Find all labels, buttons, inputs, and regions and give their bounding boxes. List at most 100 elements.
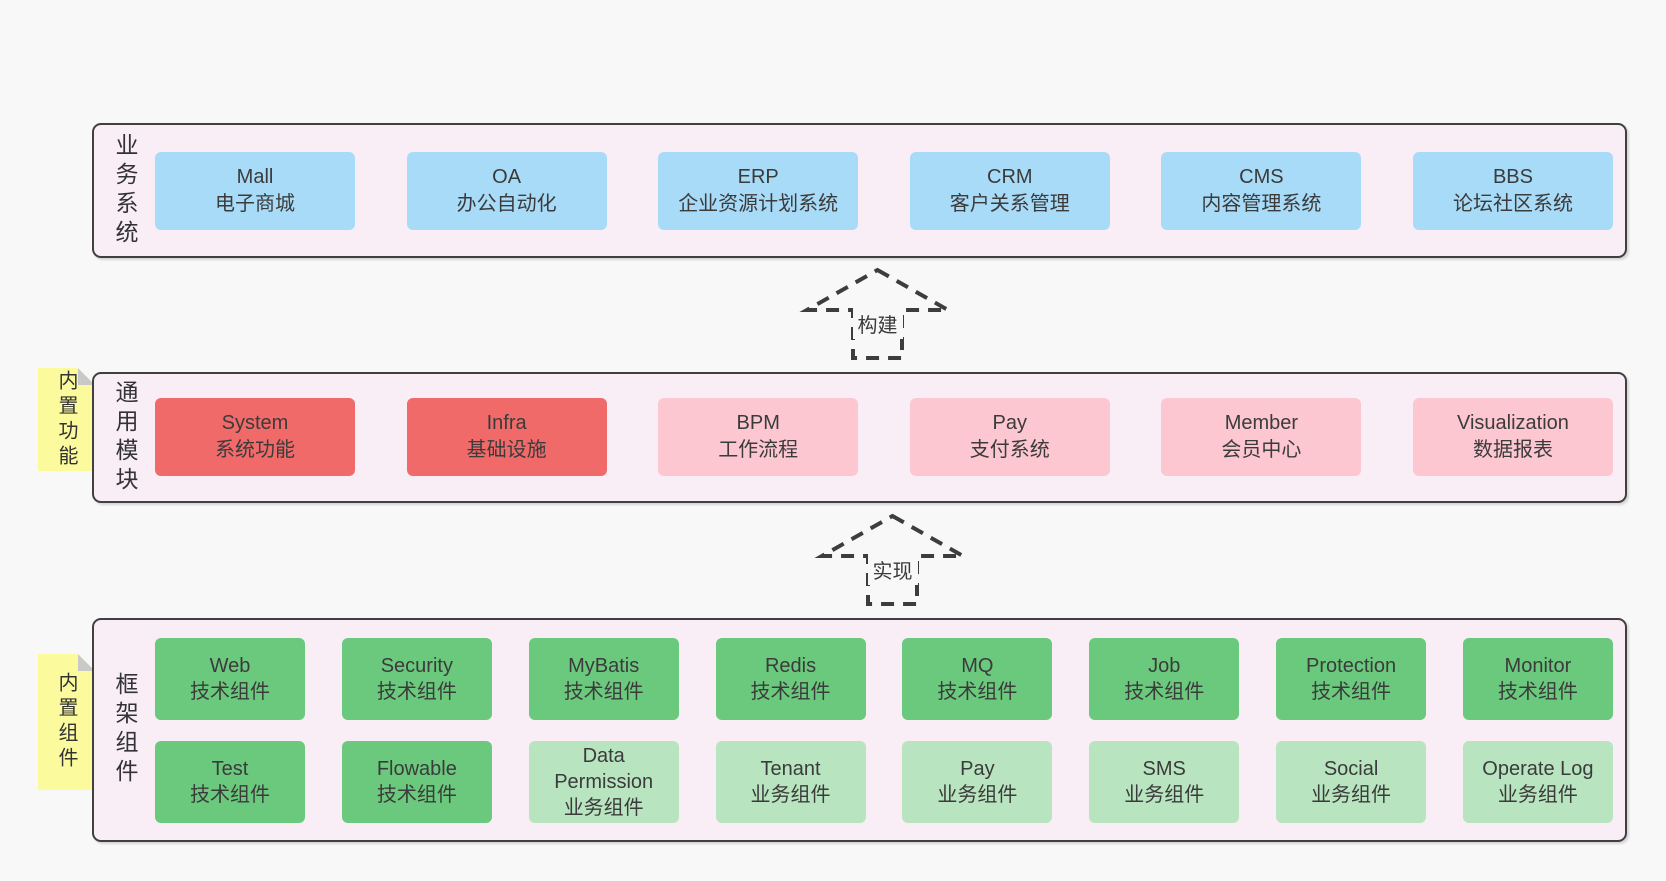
- component-box-pay: Pay 业务组件: [902, 741, 1053, 823]
- component-desc: 工作流程: [718, 439, 799, 461]
- section-side-label: 业务系统: [112, 132, 138, 249]
- component-desc: 技术组件: [376, 681, 457, 703]
- arrow-up-icon: [814, 513, 971, 606]
- component-desc: 技术组件: [1311, 681, 1392, 703]
- section-side-label: 通用模块: [112, 379, 138, 496]
- component-desc: 技术组件: [937, 681, 1018, 703]
- arrow-label: 构建: [852, 308, 903, 339]
- component-name: MQ: [961, 655, 994, 677]
- component-box-bpm: BPM 工作流程: [658, 398, 859, 476]
- component-desc: 技术组件: [563, 681, 644, 703]
- component-box-job: Job 技术组件: [1089, 638, 1240, 720]
- component-desc: 业务组件: [937, 784, 1018, 806]
- component-desc: 技术组件: [376, 784, 457, 806]
- sticky-note-builtin-components: 内置组件: [38, 654, 95, 790]
- section-side-label: 框架组件: [112, 672, 138, 788]
- section-common-modules: 通用模块 System 系统功能 Infra 基础设施 BPM 工作流程 Pay 支付系统 Me…: [92, 372, 1627, 503]
- component-desc: 论坛社区系统: [1452, 193, 1573, 215]
- box-row: Mall 电子商城 OA 办公自动化 ERP 企业资源计划系统 CRM 客户关系管理 CMS 内容…: [155, 152, 1613, 230]
- component-desc: 业务组件: [1311, 784, 1392, 806]
- component-name: System: [221, 412, 289, 434]
- component-desc: 技术组件: [1124, 681, 1205, 703]
- component-name: CMS: [1239, 166, 1284, 188]
- component-box-social: Social 业务组件: [1276, 741, 1427, 823]
- component-box-flowable: Flowable 技术组件: [341, 741, 492, 823]
- component-name: Data Permission: [554, 745, 654, 793]
- component-desc: 会员中心: [1221, 439, 1302, 461]
- arrow-implement: 实现: [814, 512, 971, 608]
- component-desc: 技术组件: [1497, 681, 1578, 703]
- component-desc: 业务组件: [750, 784, 831, 806]
- component-name: Tenant: [760, 758, 821, 780]
- component-name: Member: [1224, 412, 1299, 434]
- component-desc: 系统功能: [215, 439, 295, 461]
- component-desc: 客户关系管理: [949, 193, 1070, 215]
- component-name: BBS: [1492, 166, 1533, 188]
- component-box-test: Test 技术组件: [155, 741, 305, 823]
- component-name: Mall: [236, 166, 274, 188]
- component-desc: 支付系统: [969, 439, 1050, 461]
- section-framework-components: 框架组件 Web 技术组件 Security 技术组件 MyBatis 技术组件 Redis…: [92, 618, 1627, 842]
- component-name: MyBatis: [568, 655, 640, 677]
- component-name: OA: [492, 166, 522, 188]
- component-box-monitor: Monitor 技术组件: [1462, 638, 1613, 720]
- component-box-mq: MQ 技术组件: [902, 638, 1053, 720]
- section-business-systems: 业务系统 Mall 电子商城 OA 办公自动化 ERP 企业资源计划系统 CRM 客户关系管理…: [92, 123, 1627, 258]
- component-box-mybatis: MyBatis 技术组件: [528, 638, 679, 720]
- sticky-note-label: 内置功能: [55, 369, 77, 470]
- component-box-tenant: Tenant 业务组件: [715, 741, 866, 823]
- component-name: Job: [1148, 655, 1181, 677]
- component-name: Web: [209, 655, 251, 677]
- box-rows: System 系统功能 Infra 基础设施 BPM 工作流程 Pay 支付系统 Member 会…: [155, 398, 1613, 476]
- box-rows: Mall 电子商城 OA 办公自动化 ERP 企业资源计划系统 CRM 客户关系管理 CMS 内容…: [155, 152, 1613, 230]
- component-name: SMS: [1142, 758, 1186, 780]
- component-name: ERP: [737, 166, 779, 188]
- component-box-visualization: Visualization 数据报表: [1412, 398, 1613, 476]
- component-desc: 技术组件: [190, 784, 270, 806]
- component-desc: 内容管理系统: [1201, 193, 1322, 215]
- component-name: Infra: [486, 412, 527, 434]
- component-name: Operate Log: [1482, 758, 1594, 780]
- component-name: Social: [1323, 758, 1379, 780]
- component-name: Monitor: [1504, 655, 1572, 677]
- component-name: Test: [211, 758, 249, 780]
- component-desc: 办公自动化: [456, 193, 557, 215]
- component-desc: 基础设施: [466, 439, 547, 461]
- component-box-cms: CMS 内容管理系统: [1161, 152, 1362, 230]
- sticky-note-label: 内置组件: [55, 672, 77, 772]
- component-name: Pay: [960, 758, 995, 780]
- component-box-member: Member 会员中心: [1161, 398, 1362, 476]
- component-desc: 业务组件: [1497, 784, 1578, 806]
- component-box-web: Web 技术组件: [155, 638, 305, 720]
- component-box-crm: CRM 客户关系管理: [909, 152, 1110, 230]
- component-desc: 电子商城: [215, 193, 295, 215]
- component-desc: 技术组件: [190, 681, 270, 703]
- component-box-security: Security 技术组件: [341, 638, 492, 720]
- component-desc: 业务组件: [1124, 784, 1205, 806]
- component-name: Flowable: [376, 758, 457, 780]
- component-box-erp: ERP 企业资源计划系统: [658, 152, 859, 230]
- component-name: CRM: [987, 166, 1033, 188]
- component-box-sms: SMS 业务组件: [1089, 741, 1240, 823]
- component-box-system: System 系统功能: [155, 398, 355, 476]
- component-name: Visualization: [1457, 412, 1569, 434]
- component-desc: 企业资源计划系统: [678, 193, 839, 215]
- component-box-operate-log: Operate Log 业务组件: [1462, 741, 1613, 823]
- component-box-infra: Infra 基础设施: [406, 398, 607, 476]
- component-name: Redis: [764, 655, 817, 677]
- arrow-build: 构建: [799, 266, 956, 362]
- component-name: Pay: [992, 412, 1028, 434]
- component-box-oa: OA 办公自动化: [406, 152, 607, 230]
- component-name: Security: [380, 655, 453, 677]
- component-desc: 数据报表: [1472, 439, 1553, 461]
- component-name: BPM: [736, 412, 780, 434]
- component-box-pay: Pay 支付系统: [909, 398, 1110, 476]
- arrow-label: 实现: [867, 554, 918, 585]
